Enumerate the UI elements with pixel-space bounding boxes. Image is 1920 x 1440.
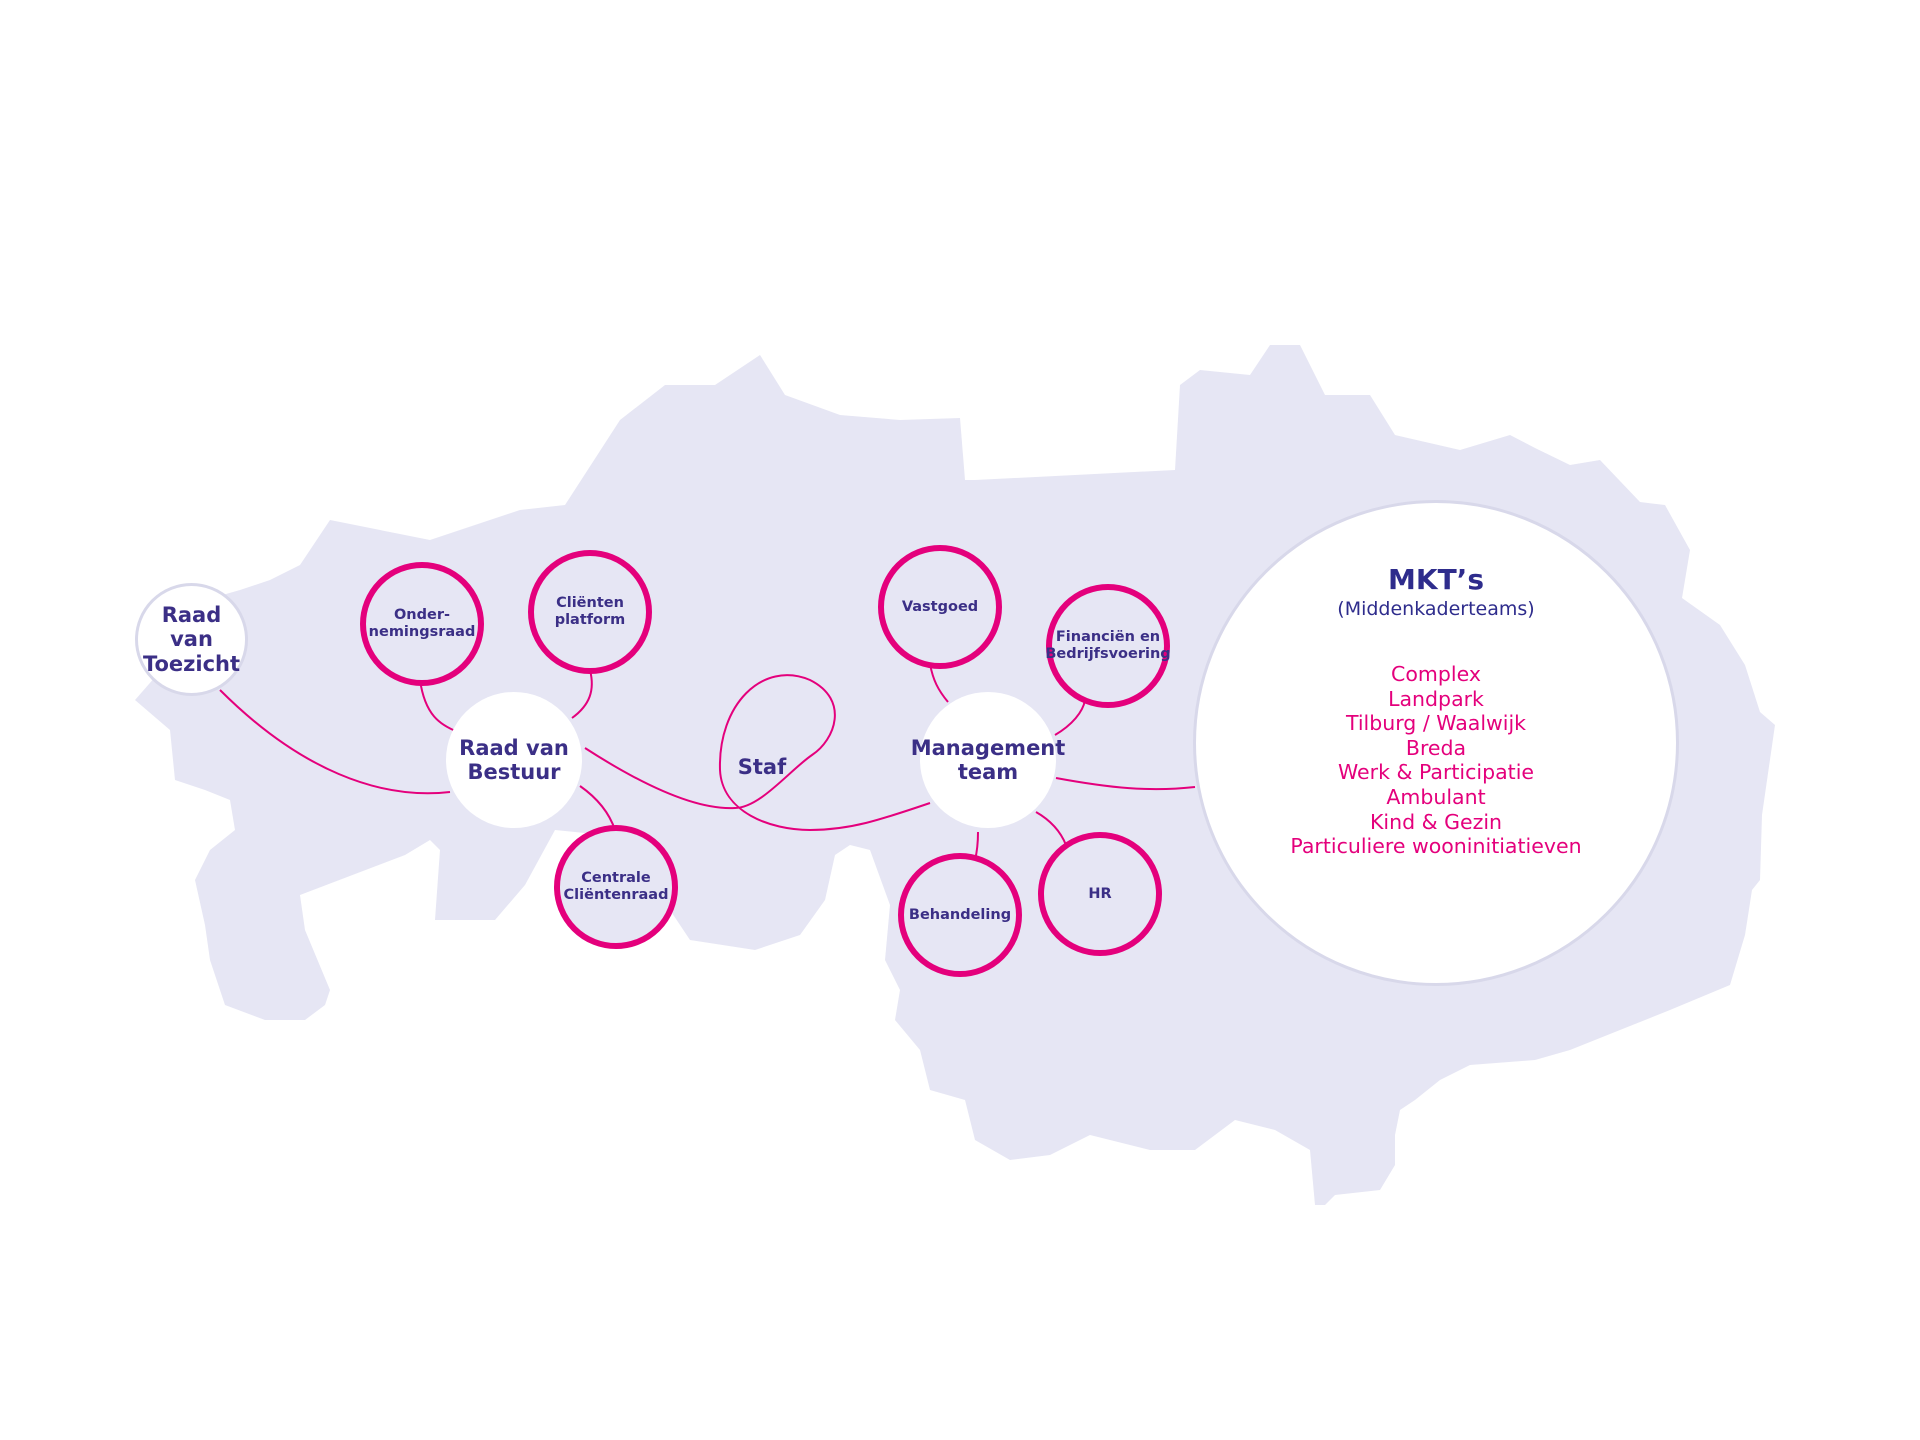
connector-rvb-clienten (571, 669, 593, 719)
mkt-item: Tilburg / Waalwijk (1345, 711, 1527, 736)
mkt-title: MKT’s (1388, 563, 1484, 596)
connector-rvb-mt (584, 674, 931, 832)
hr-label: HR (1088, 885, 1112, 902)
connector-lines (219, 663, 1196, 861)
mkt-item: Kind & Gezin (1369, 809, 1503, 834)
vastgoed-label: Vastgoed (901, 598, 979, 615)
staf-node[interactable]: Staf (722, 742, 802, 792)
connector-rvt-rvb (219, 689, 451, 795)
mkt-item: Landpark (1388, 686, 1484, 711)
raad-van-bestuur-node[interactable]: Raad van Bestuur (446, 692, 582, 828)
centrale-clientenraad-node[interactable]: Centrale Cliëntenraad (554, 825, 678, 949)
mkt-item: Particuliere wooninitiatieven (1290, 834, 1582, 859)
mkt-subtitle: (Middenkaderteams) (1337, 598, 1535, 620)
raad-van-bestuur-label: Raad van Bestuur (459, 735, 569, 784)
vastgoed-node[interactable]: Vastgoed (878, 545, 1002, 669)
behandeling-label: Behandeling (908, 906, 1012, 923)
mkt-item: Breda (1405, 735, 1467, 760)
hr-node[interactable]: HR (1038, 832, 1162, 956)
connector-mt-mkt (1055, 777, 1196, 791)
mkt-node[interactable]: MKT’s (Middenkaderteams) Complex Landpar… (1193, 500, 1679, 986)
clienten-platform-node[interactable]: Cliënten platform (528, 550, 652, 674)
mkt-item: Ambulant (1386, 784, 1486, 809)
ondernemingsraad-node[interactable]: Onder- nemingsraad (360, 562, 484, 686)
financien-node[interactable]: Financiën en Bedrijfsvoering (1045, 584, 1171, 708)
ondernemingsraad-label: Onder- nemingsraad (368, 607, 476, 640)
mkt-item: Werk & Participatie (1337, 760, 1535, 785)
financien-label: Financiën en Bedrijfsvoering (1045, 629, 1171, 662)
management-team-label: Management team (910, 735, 1066, 784)
centrale-clientenraad-label: Centrale Cliëntenraad (563, 870, 669, 903)
clienten-platform-label: Cliënten platform (554, 595, 626, 628)
behandeling-node[interactable]: Behandeling (898, 853, 1022, 977)
mkt-item: Complex (1391, 662, 1481, 686)
raad-van-toezicht-node[interactable]: Raad van Toezicht (135, 583, 248, 696)
management-team-node[interactable]: Management team (911, 692, 1065, 828)
raad-van-toezicht-label: Raad van Toezicht (142, 603, 241, 676)
staf-label: Staf (737, 754, 787, 779)
connector-mt-hr (1035, 811, 1067, 846)
